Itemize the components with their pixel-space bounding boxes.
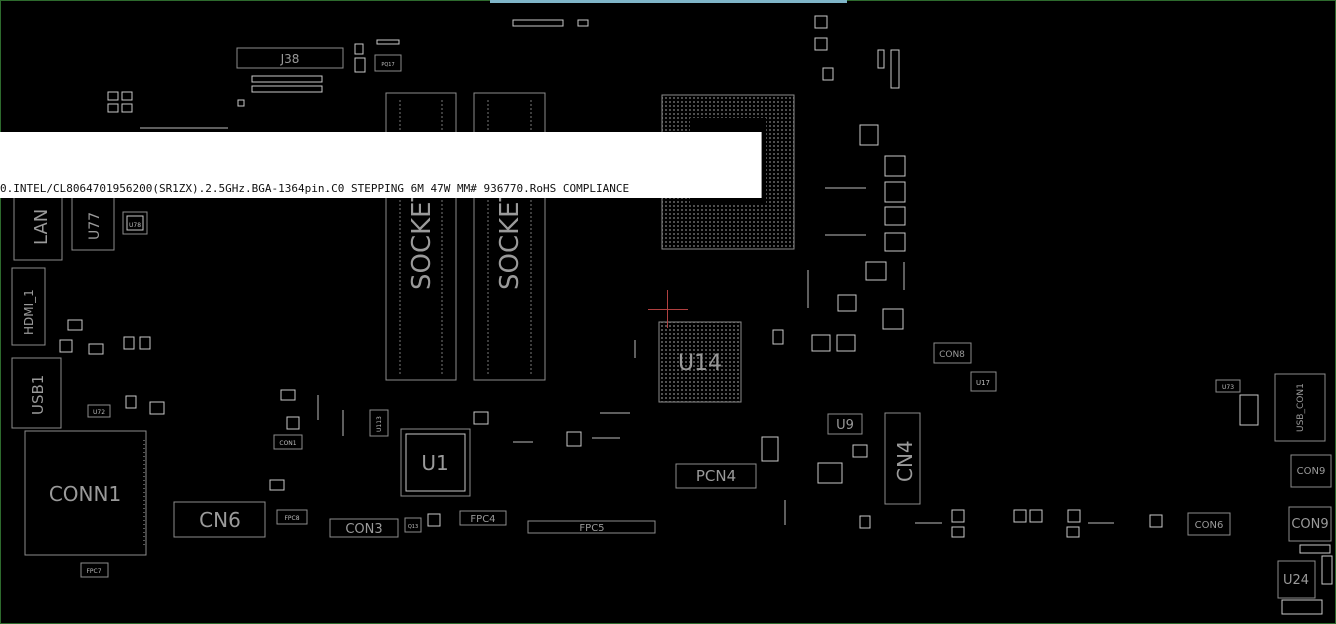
component-con3[interactable]: CON3 [329, 518, 399, 538]
svg-text:FPC5: FPC5 [579, 523, 604, 534]
svg-text:CN4: CN4 [893, 440, 917, 482]
component-u78[interactable]: U78 [122, 211, 148, 235]
svg-text:USB_CON1: USB_CON1 [1296, 383, 1306, 432]
svg-text:CON1: CON1 [279, 440, 296, 447]
svg-text:CON3: CON3 [345, 522, 382, 537]
svg-text:U1: U1 [421, 451, 448, 475]
component-usb1[interactable]: USB1 [11, 357, 62, 429]
svg-text:CON6: CON6 [1195, 520, 1224, 531]
svg-text:CONN1: CONN1 [49, 482, 121, 506]
svg-text:U24: U24 [1283, 573, 1309, 588]
component-u73[interactable]: U73 [1215, 379, 1241, 393]
component-u72[interactable]: U72 [87, 404, 111, 418]
svg-text:SOCKET: SOCKET [407, 185, 437, 290]
svg-text:U17: U17 [976, 379, 990, 387]
component-fpc5[interactable]: FPC5 [527, 520, 656, 534]
component-fpc4[interactable]: FPC4 [459, 510, 507, 526]
component-fpc7[interactable]: FPC7 [80, 562, 109, 578]
component-u1[interactable]: U1 [400, 428, 471, 497]
part-info-tooltip: 0.INTEL/CL8064701956200(SR1ZX).2.5GHz.BG… [0, 132, 762, 198]
cursor-crosshair-horizontal [648, 309, 688, 310]
svg-text:U113: U113 [376, 416, 383, 432]
svg-text:U77: U77 [87, 212, 103, 240]
component-con9-bottom[interactable]: CON9 [1288, 506, 1332, 542]
component-cn6-left[interactable]: CN6 [173, 501, 266, 538]
svg-text:CON9: CON9 [1297, 466, 1326, 477]
svg-text:U73: U73 [1222, 384, 1234, 391]
svg-text:PQ17: PQ17 [381, 62, 394, 68]
svg-text:CON8: CON8 [939, 350, 965, 360]
component-cn4[interactable]: CN4 [884, 412, 921, 505]
svg-text:FPC4: FPC4 [470, 514, 495, 525]
svg-text:U78: U78 [129, 222, 141, 229]
svg-text:CN6: CN6 [199, 508, 241, 532]
component-conn1[interactable]: CONN1 [24, 430, 147, 556]
component-pq17[interactable]: PQ17 [374, 54, 402, 72]
svg-text:LAN: LAN [31, 209, 52, 245]
part-info-text: 0.INTEL/CL8064701956200(SR1ZX).2.5GHz.BG… [0, 182, 630, 195]
component-lan[interactable]: LAN [13, 194, 63, 261]
component-fpc8[interactable]: FPC8 [276, 509, 308, 525]
top-scroll-indicator[interactable] [490, 0, 847, 3]
svg-text:J38: J38 [280, 52, 300, 66]
component-u113[interactable]: U113 [369, 409, 389, 437]
component-con6-right[interactable]: CON6 [1187, 512, 1231, 536]
component-pcn4[interactable]: PCN4 [675, 463, 757, 489]
misc-small-parts [59, 15, 1333, 615]
component-con1[interactable]: CON1 [273, 434, 303, 450]
component-u77[interactable]: U77 [71, 194, 115, 251]
component-u14[interactable]: U14 [658, 321, 742, 403]
svg-text:Q13: Q13 [408, 524, 418, 530]
component-j38[interactable]: J38 [236, 47, 344, 69]
svg-text:CON9: CON9 [1291, 517, 1328, 532]
svg-text:SOCKET: SOCKET [495, 185, 525, 290]
component-u9[interactable]: U9 [827, 413, 863, 435]
component-u24[interactable]: U24 [1277, 560, 1316, 599]
svg-text:U14: U14 [678, 351, 722, 376]
component-q13[interactable]: Q13 [404, 517, 422, 533]
component-u17[interactable]: U17 [970, 371, 997, 392]
svg-text:HDMI_1: HDMI_1 [22, 289, 36, 335]
component-con8[interactable]: CON8 [933, 342, 972, 364]
svg-text:FPC7: FPC7 [86, 568, 101, 575]
component-socket-1[interactable]: SOCKET [385, 92, 457, 381]
svg-text:USB1: USB1 [29, 375, 47, 415]
svg-text:U72: U72 [93, 409, 105, 416]
component-socket-2[interactable]: SOCKET [473, 92, 546, 381]
component-usb-con1[interactable]: USB_CON1 [1274, 373, 1326, 442]
component-con9-top[interactable]: CON9 [1290, 454, 1332, 488]
svg-text:PCN4: PCN4 [696, 467, 736, 485]
pad-row-j38 [237, 39, 400, 107]
svg-text:U9: U9 [836, 418, 854, 433]
svg-text:FPC8: FPC8 [284, 515, 299, 522]
component-hdmi[interactable]: HDMI_1 [11, 267, 46, 346]
cursor-crosshair-vertical [667, 290, 668, 328]
